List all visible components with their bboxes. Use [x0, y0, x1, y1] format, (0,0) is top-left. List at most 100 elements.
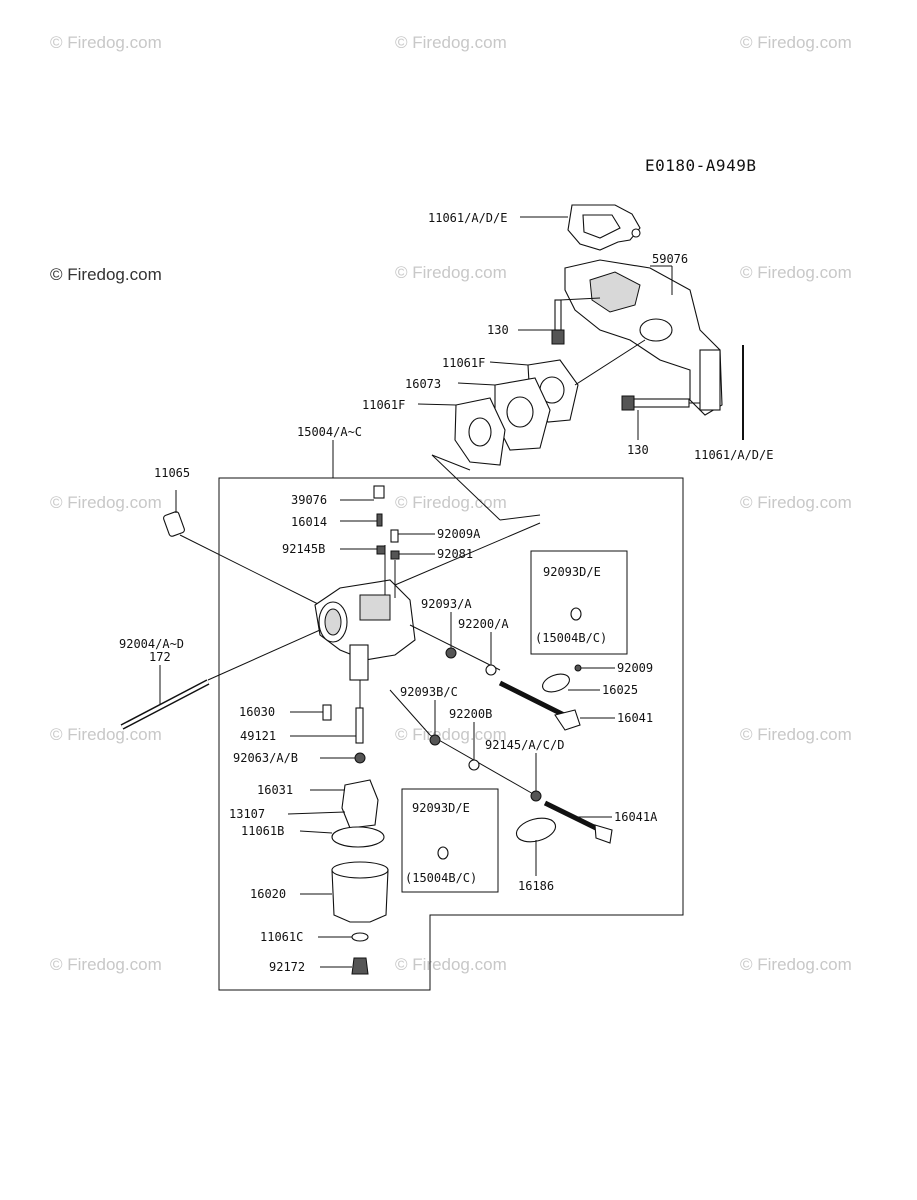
label-16041A: 16041A: [614, 810, 658, 824]
watermark: © Firedog.com: [740, 493, 852, 512]
gasket-top-bolt-hole: [631, 228, 641, 238]
label-92081: 92081: [437, 547, 473, 561]
label-16073: 16073: [405, 377, 441, 391]
watermark: © Firedog.com: [740, 33, 852, 52]
carburetor-top-block: [359, 594, 391, 621]
label-92009: 92009: [617, 661, 653, 675]
watermark: © Firedog.com: [740, 725, 852, 744]
part-16014: [376, 513, 383, 527]
label-11065: 11065: [154, 466, 190, 480]
manifold-port: [589, 271, 641, 313]
label-92063: 92063/A/B: [233, 751, 298, 765]
label-92009A: 92009A: [437, 527, 481, 541]
washer-92093BC: [429, 734, 441, 746]
part-39076: [373, 485, 385, 499]
label-15004BC-b: (15004B/C): [405, 871, 477, 885]
part-92145B: [376, 545, 386, 555]
intake-assembly: [417, 204, 744, 521]
label-16025: 16025: [602, 683, 638, 697]
label-13107: 13107: [229, 807, 265, 821]
carburetor-outline-box: [218, 477, 684, 991]
carburetor-throat-inner: [324, 608, 342, 636]
inset-box-a: [530, 550, 628, 655]
washer-11061C: [351, 932, 369, 942]
label-11061ADE-top: 11061/A/D/E: [428, 211, 507, 225]
label-16030: 16030: [239, 705, 275, 719]
label-92093DE-b: 92093D/E: [412, 801, 470, 815]
part-92063: [354, 752, 366, 764]
bowl-16020-rim: [331, 861, 389, 879]
bolt-130b-head: [621, 395, 635, 411]
label-92093A: 92093/A: [421, 597, 472, 611]
watermark: © Firedog.com: [50, 493, 162, 512]
label-92004: 92004/A~D: [119, 637, 184, 651]
spring-92145ACD: [530, 790, 542, 802]
screw-92009: [574, 664, 582, 672]
inset-box-b: [401, 788, 499, 893]
label-11061F-b: 11061F: [362, 398, 405, 412]
label-59076: 59076: [652, 252, 688, 266]
label-15004: 15004/A~C: [297, 425, 362, 439]
label-16020: 16020: [250, 887, 286, 901]
bolt-130-shank: [554, 299, 562, 331]
watermark: © Firedog.com: [740, 263, 852, 282]
label-16186: 16186: [518, 879, 554, 893]
spacer-16073-hole: [506, 396, 534, 428]
watermark: © Firedog.com: [395, 725, 507, 744]
watermark: © Firedog.com: [50, 725, 162, 744]
gasket-11061B: [331, 826, 385, 848]
label-15004BC-a: (15004B/C): [535, 631, 607, 645]
label-92145ACD: 92145/A/C/D: [485, 738, 564, 752]
bolt-130-head: [551, 329, 565, 345]
part-labels: 11061/A/D/E 59076 130 11061F 16073 11061…: [119, 211, 773, 974]
manifold-flange: [699, 349, 721, 411]
inset-b-washer: [437, 846, 449, 860]
part-49121: [355, 707, 364, 744]
diagram-code: E0180-A949B: [645, 156, 756, 175]
watermark: © Firedog.com: [50, 955, 162, 974]
label-130-bottom: 130: [627, 443, 649, 457]
label-16031: 16031: [257, 783, 293, 797]
inset-a-washer: [570, 607, 582, 621]
watermark: © Firedog.com: [395, 263, 507, 282]
plate-16025: [542, 673, 570, 693]
label-92145B: 92145B: [282, 542, 325, 556]
watermark: © Firedog.com: [740, 955, 852, 974]
washer-92093A: [445, 647, 457, 659]
pin-11065: [163, 511, 185, 537]
shaft-16041-lever: [554, 709, 581, 731]
carburetor-assembly: [120, 485, 628, 975]
label-92093DE-a: 92093D/E: [543, 565, 601, 579]
label-11061F-a: 11061F: [442, 356, 485, 370]
label-39076: 39076: [291, 493, 327, 507]
manifold-outlet: [639, 318, 673, 342]
label-92093BC: 92093B/C: [400, 685, 458, 699]
watermark: © Firedog.com: [395, 955, 507, 974]
float-16031: [341, 779, 379, 829]
label-11061ADE-right: 11061/A/D/E: [694, 448, 773, 462]
label-16041: 16041: [617, 711, 653, 725]
watermarks: © Firedog.com © Firedog.com © Firedog.co…: [50, 33, 852, 974]
watermark: © Firedog.com: [50, 33, 162, 52]
watermark: © Firedog.com: [50, 265, 162, 284]
part-92081: [390, 550, 400, 560]
watermark: © Firedog.com: [395, 33, 507, 52]
shaft-16041: [498, 680, 572, 721]
label-49121: 49121: [240, 729, 276, 743]
plate-16186: [515, 817, 557, 843]
label-92200B: 92200B: [449, 707, 492, 721]
label-92172: 92172: [269, 960, 305, 974]
carburetor-stem: [349, 644, 369, 681]
part-16030: [322, 704, 332, 721]
bolt-130b-shank: [633, 398, 690, 408]
shaft-16041A: [543, 800, 602, 833]
shaft-16041A-end: [594, 824, 613, 844]
gasket-top-hole: [582, 214, 621, 239]
washer-92200B: [468, 759, 480, 771]
label-16014: 16014: [291, 515, 327, 529]
part-92009A: [390, 529, 399, 543]
label-11061C: 11061C: [260, 930, 303, 944]
label-130-top: 130: [487, 323, 509, 337]
bolt-92172: [351, 957, 369, 975]
